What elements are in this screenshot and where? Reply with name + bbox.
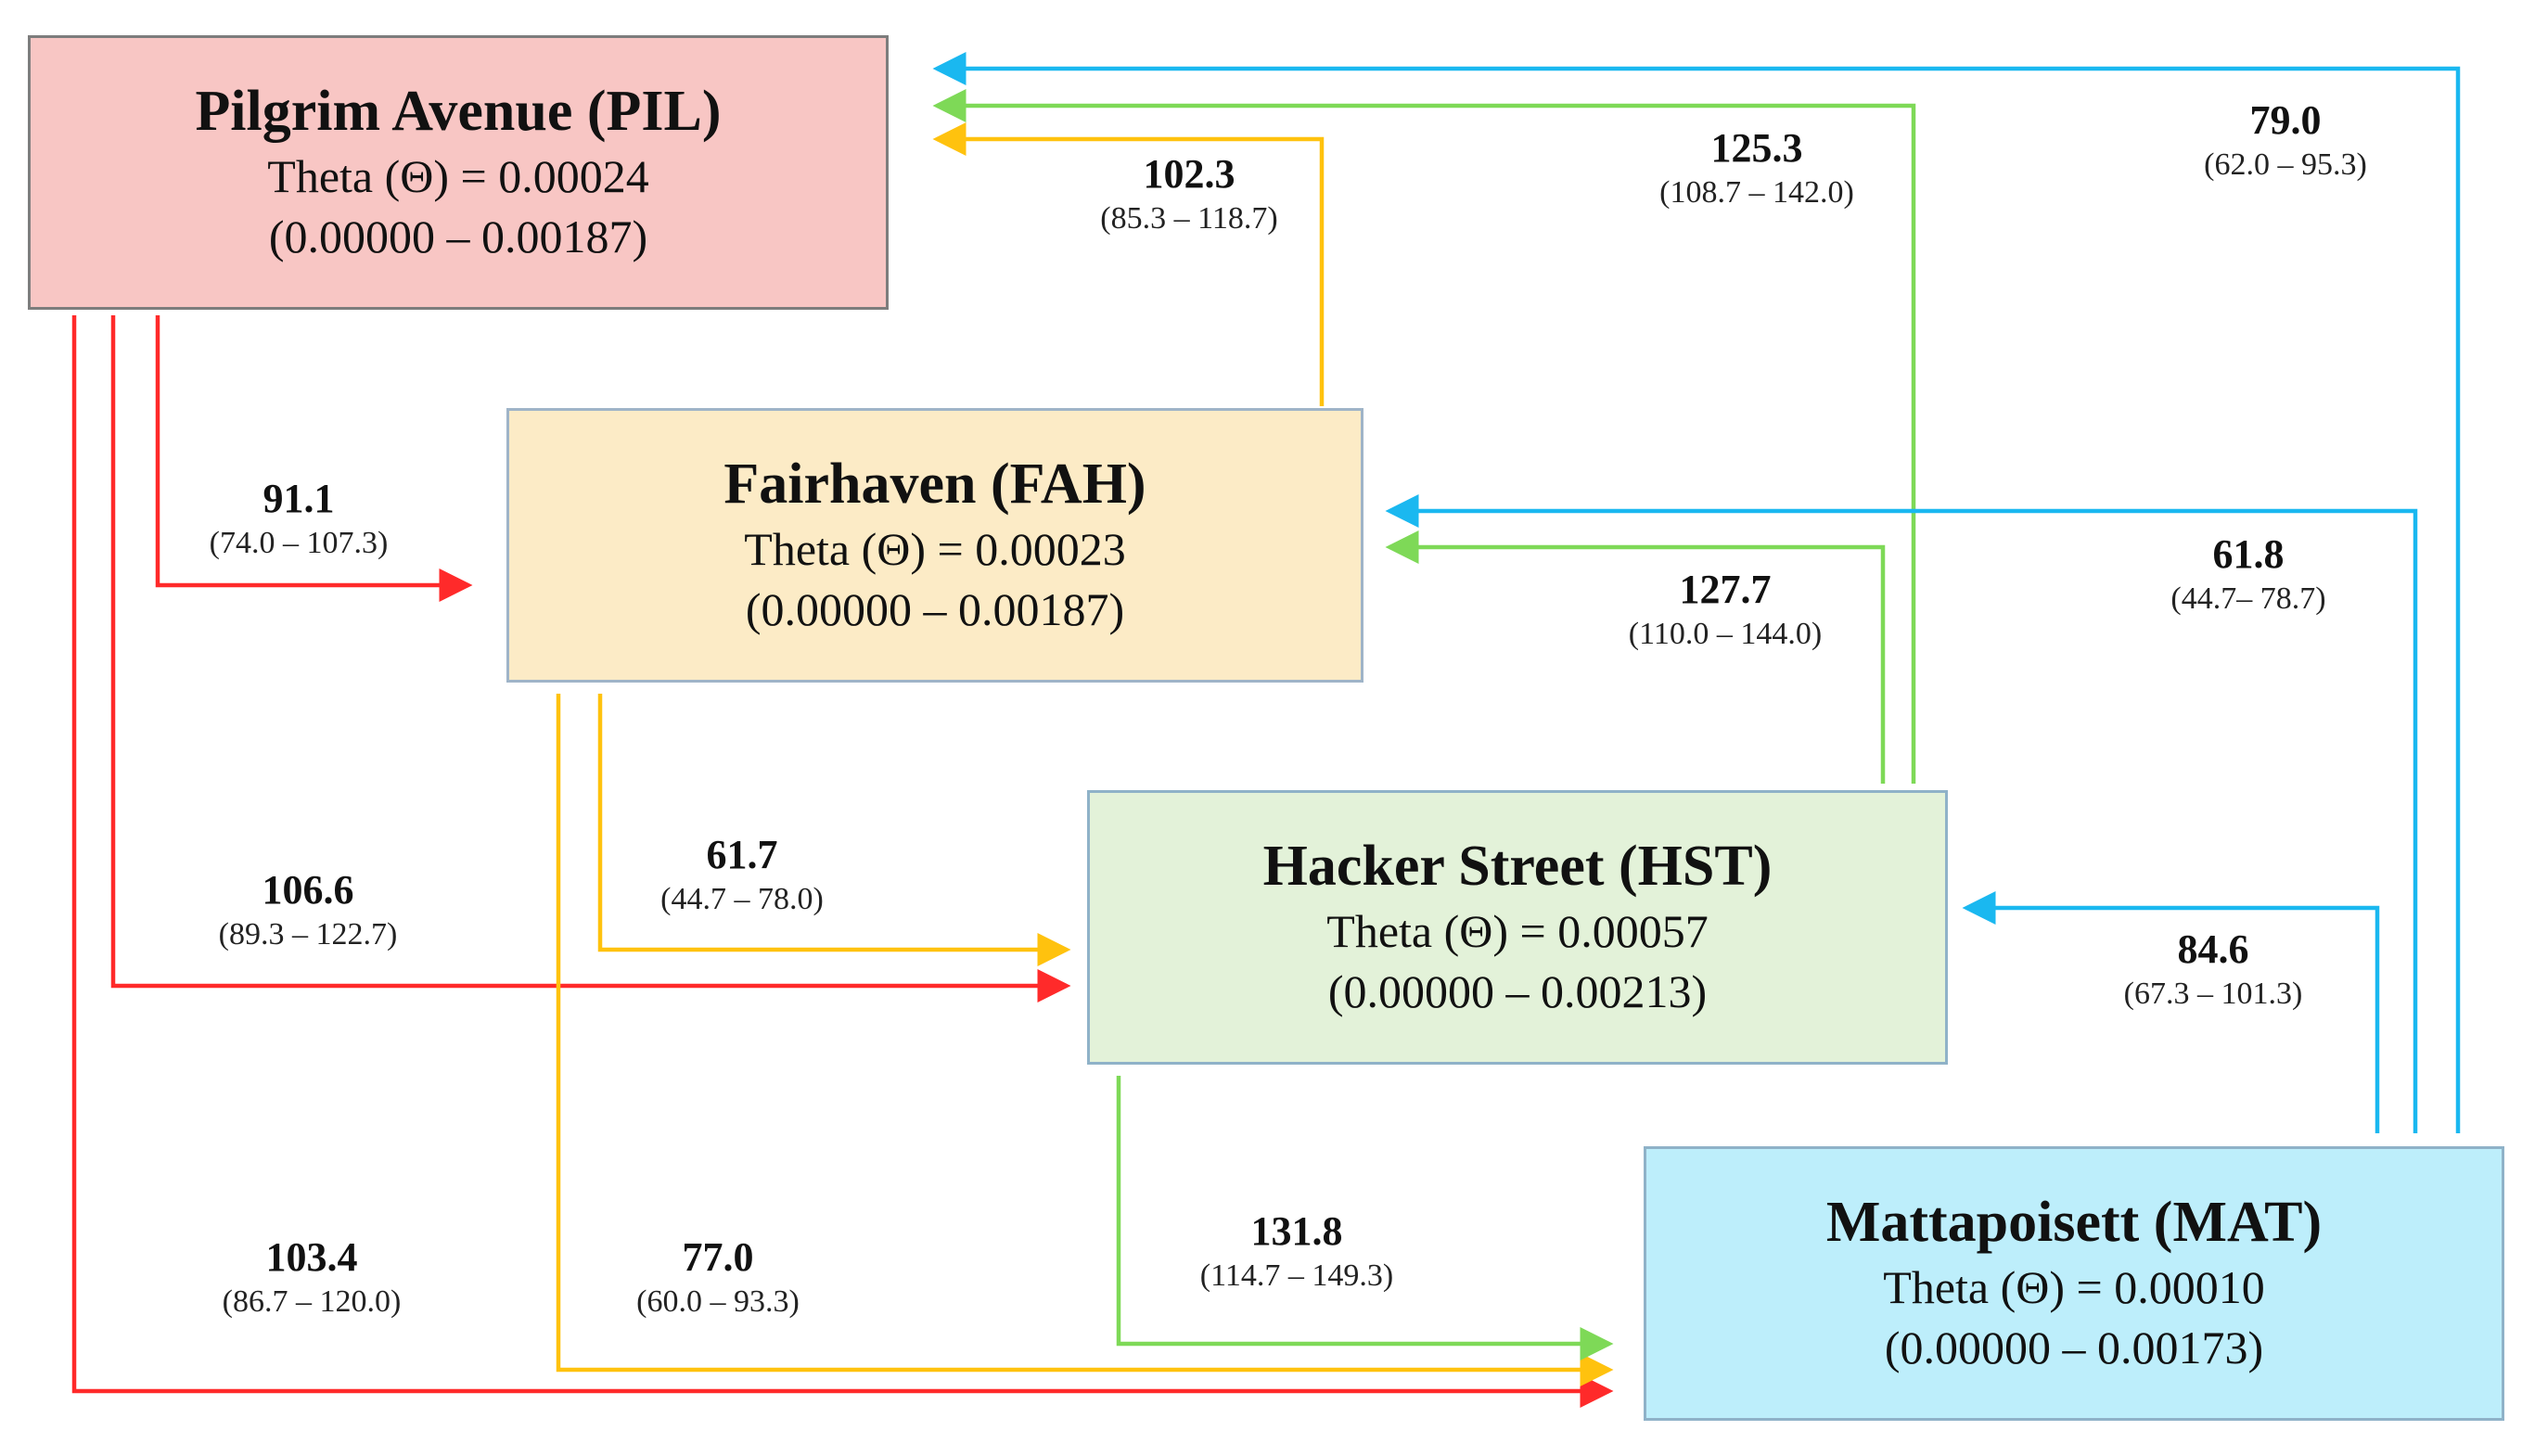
- node-fah-ci: (0.00000 – 0.00187): [745, 582, 1125, 635]
- node-pil-title: Pilgrim Avenue (PIL): [195, 80, 722, 144]
- edge-fah-hst-line: [597, 694, 1071, 966]
- edge-range: (44.7 – 78.0): [660, 881, 824, 916]
- edge-value: 106.6: [262, 867, 354, 913]
- node-mat: Mattapoisett (MAT) Theta (Θ) = 0.00010 (…: [1644, 1146, 2504, 1421]
- node-hst-theta: Theta (Θ) = 0.00057: [1326, 904, 1709, 957]
- edge-value: 91.1: [262, 476, 335, 521]
- edge-value: 77.0: [682, 1234, 754, 1280]
- node-fah-theta: Theta (Θ) = 0.00023: [744, 522, 1126, 575]
- edge-fah-pil-label: 102.3 (85.3 – 118.7): [1050, 150, 1328, 238]
- edge-mat-hst-label: 84.6 (67.3 – 101.3): [2074, 926, 2352, 1014]
- node-pil: Pilgrim Avenue (PIL) Theta (Θ) = 0.00024…: [28, 35, 889, 310]
- edge-mat-fah-line: [1385, 494, 2418, 1133]
- edge-value: 127.7: [1679, 567, 1772, 612]
- edge-value: 61.7: [706, 832, 778, 877]
- edge-range: (74.0 – 107.3): [209, 525, 389, 560]
- edge-hst-mat-line: [1116, 1076, 1614, 1360]
- edge-range: (44.7– 78.7): [2170, 581, 2326, 616]
- edge-mat-pil-line: [932, 52, 2461, 1133]
- edge-range: (110.0 – 144.0): [1628, 616, 1823, 651]
- edge-range: (60.0 – 93.3): [636, 1284, 800, 1319]
- edge-hst-pil-label: 125.3 (108.7 – 142.0): [1618, 124, 1896, 212]
- edge-value: 84.6: [2177, 926, 2249, 972]
- edge-pil-mat-line: [71, 315, 1614, 1408]
- edge-mat-fah-label: 61.8 (44.7– 78.7): [2109, 530, 2388, 619]
- edge-value: 131.8: [1250, 1208, 1343, 1254]
- edge-value: 79.0: [2249, 97, 2322, 143]
- edge-pil-fah-label: 91.1 (74.0 – 107.3): [160, 475, 438, 563]
- edge-pil-hst-line: [110, 315, 1071, 1003]
- node-mat-title: Mattapoisett (MAT): [1825, 1191, 2323, 1255]
- edge-hst-fah-line: [1385, 530, 1886, 784]
- edge-value: 61.8: [2212, 531, 2285, 577]
- edge-fah-pil-line: [932, 122, 1325, 406]
- edge-pil-fah-line: [155, 315, 473, 602]
- edge-fah-hst-label: 61.7 (44.7 – 78.0): [603, 831, 881, 919]
- node-pil-ci: (0.00000 – 0.00187): [268, 210, 648, 262]
- edge-value: 103.4: [265, 1234, 358, 1280]
- edge-range: (114.7 – 149.3): [1199, 1258, 1394, 1293]
- node-fah-title: Fairhaven (FAH): [723, 453, 1146, 517]
- edge-fah-mat-label: 77.0 (60.0 – 93.3): [579, 1233, 857, 1322]
- edge-hst-pil-line: [932, 89, 1916, 784]
- edge-range: (67.3 – 101.3): [2123, 976, 2303, 1011]
- node-hst-title: Hacker Street (HST): [1262, 835, 1773, 899]
- edge-pil-mat-label: 103.4 (86.7 – 120.0): [173, 1233, 451, 1322]
- edge-pil-hst-label: 106.6 (89.3 – 122.7): [169, 866, 447, 954]
- edge-fah-mat-line: [556, 694, 1614, 1386]
- node-mat-ci: (0.00000 – 0.00173): [1884, 1321, 2264, 1373]
- edge-range: (89.3 – 122.7): [218, 916, 398, 952]
- edge-value: 102.3: [1143, 151, 1235, 197]
- edge-mat-pil-label: 79.0 (62.0 – 95.3): [2146, 96, 2425, 185]
- edge-mat-hst-line: [1962, 891, 2380, 1133]
- edge-range: (86.7 – 120.0): [222, 1284, 402, 1319]
- edge-value: 125.3: [1710, 125, 1803, 171]
- node-hst-ci: (0.00000 – 0.00213): [1327, 964, 1708, 1017]
- edge-range: (108.7 – 142.0): [1659, 174, 1854, 210]
- edge-hst-mat-label: 131.8 (114.7 – 149.3): [1158, 1207, 1436, 1296]
- node-mat-theta: Theta (Θ) = 0.00010: [1883, 1260, 2265, 1313]
- node-hst: Hacker Street (HST) Theta (Θ) = 0.00057 …: [1087, 790, 1948, 1065]
- node-fah: Fairhaven (FAH) Theta (Θ) = 0.00023 (0.0…: [506, 408, 1363, 683]
- node-pil-theta: Theta (Θ) = 0.00024: [267, 149, 649, 202]
- edge-range: (85.3 – 118.7): [1100, 200, 1278, 236]
- edge-range: (62.0 – 95.3): [2204, 147, 2367, 182]
- edge-hst-fah-label: 127.7 (110.0 – 144.0): [1586, 566, 1864, 654]
